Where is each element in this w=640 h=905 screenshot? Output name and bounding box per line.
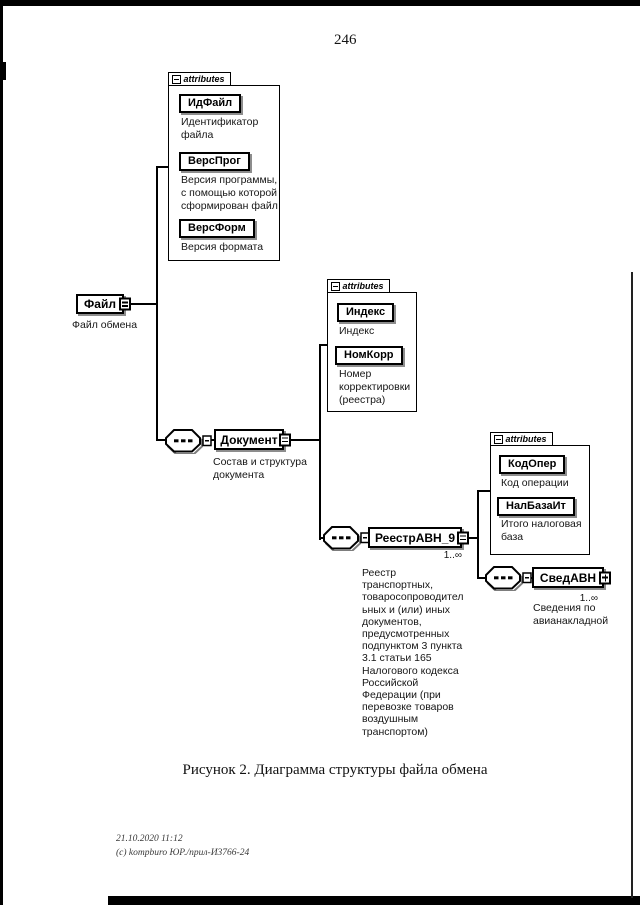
element-file: Файл bbox=[76, 294, 131, 314]
registry-occurs-label: 1..∞ bbox=[443, 550, 462, 561]
connector-line bbox=[477, 490, 491, 492]
attribute-kodoper-annotation: Код операции bbox=[501, 477, 569, 489]
connector-line bbox=[477, 490, 479, 579]
attributes-label: attributes bbox=[183, 74, 225, 84]
attribute-kodoper: КодОпер bbox=[499, 455, 566, 474]
element-registry-label: РеестрАВН_9 bbox=[374, 530, 456, 545]
attribute-index-annotation: Индекс bbox=[339, 325, 375, 337]
attribute-idfile-annotation: Идентификатор файла bbox=[181, 116, 259, 141]
attributes-box-file: attributes ИдФайл Идентификатор файла Ве… bbox=[167, 72, 280, 261]
sequence-icon bbox=[323, 526, 370, 551]
scan-artifact-left-line bbox=[0, 0, 3, 905]
connector-line bbox=[156, 166, 158, 441]
connector-line bbox=[156, 439, 170, 441]
expand-handle-icon bbox=[599, 571, 611, 584]
scan-artifact-top-bar bbox=[0, 0, 640, 6]
attributes-box-registry: attributes КодОпер Код операции НалБазаИ… bbox=[489, 432, 590, 555]
attributes-tab: attributes bbox=[167, 72, 231, 86]
airwaybill-occurs-label: 1..∞ bbox=[579, 593, 598, 604]
footer-document-id: (с) kompburo ЮР./прил-И3766-24 bbox=[116, 847, 250, 858]
element-registry-annotation: Реестр транспортных, товаросопроводител … bbox=[362, 567, 464, 738]
attribute-nomkorr: НомКорр bbox=[335, 346, 403, 365]
connector-line bbox=[319, 344, 321, 540]
scan-artifact-right-line bbox=[631, 272, 633, 898]
element-document-annotation: Состав и структура документа bbox=[213, 456, 307, 481]
attribute-versform-annotation: Версия формата bbox=[181, 241, 264, 253]
sequence-icon bbox=[485, 566, 532, 591]
attribute-versprog: ВерсПрог bbox=[179, 152, 250, 171]
element-file-annotation: Файл обмена bbox=[72, 319, 138, 331]
attribute-versform: ВерсФорм bbox=[179, 219, 255, 238]
connector-line bbox=[284, 439, 321, 441]
figure-caption: Рисунок 2. Диаграмма структуры файла обм… bbox=[182, 762, 488, 778]
attributes-tab: attributes bbox=[326, 279, 390, 293]
element-file-label: Файл bbox=[84, 297, 116, 311]
attribute-nalbazait-annotation: Итого налоговая база bbox=[501, 518, 582, 543]
attributes-label: attributes bbox=[505, 434, 547, 444]
collapse-handle-icon bbox=[279, 433, 291, 446]
footer-timestamp: 21.10.2020 11:12 bbox=[116, 834, 183, 844]
connector-line bbox=[462, 537, 479, 539]
collapse-handle-icon bbox=[457, 531, 469, 544]
scan-artifact-blob bbox=[0, 62, 6, 80]
scan-artifact-bottom-bar bbox=[108, 896, 640, 905]
sequence-icon bbox=[165, 429, 212, 454]
attribute-idfile: ИдФайл bbox=[179, 94, 242, 113]
element-airwaybill: СведАВН bbox=[532, 567, 611, 588]
connector-line bbox=[477, 577, 489, 579]
attribute-nalbazait: НалБазаИт bbox=[497, 497, 575, 516]
element-airwaybill-label: СведАВН bbox=[539, 570, 597, 585]
attributes-box-document: attributes Индекс Индекс НомКорр Номер к… bbox=[326, 279, 417, 412]
attribute-nomkorr-annotation: Номер корректировки (реестра) bbox=[339, 368, 411, 406]
attributes-tab: attributes bbox=[489, 432, 553, 446]
connector-line bbox=[124, 303, 158, 305]
element-registry: РеестрАВН_9 bbox=[368, 527, 469, 548]
collapse-handle-icon bbox=[119, 297, 131, 311]
element-document: Документ bbox=[214, 429, 291, 450]
page-number: 246 bbox=[334, 32, 357, 48]
collapse-minus-icon bbox=[493, 434, 503, 444]
attribute-index: Индекс bbox=[337, 303, 395, 322]
attribute-versprog-annotation: Версия программы, с помощью которой сфор… bbox=[181, 174, 278, 212]
collapse-minus-icon bbox=[330, 281, 340, 291]
element-airwaybill-annotation: Сведения по авианакладной bbox=[533, 602, 609, 627]
collapse-minus-icon bbox=[171, 74, 181, 84]
page-footer: 21.10.2020 11:12 (с) kompburo ЮР./прил-И… bbox=[116, 833, 249, 860]
connector-line bbox=[156, 166, 170, 168]
connector-line bbox=[319, 344, 329, 346]
element-document-label: Документ bbox=[220, 432, 278, 447]
attributes-label: attributes bbox=[342, 281, 384, 291]
